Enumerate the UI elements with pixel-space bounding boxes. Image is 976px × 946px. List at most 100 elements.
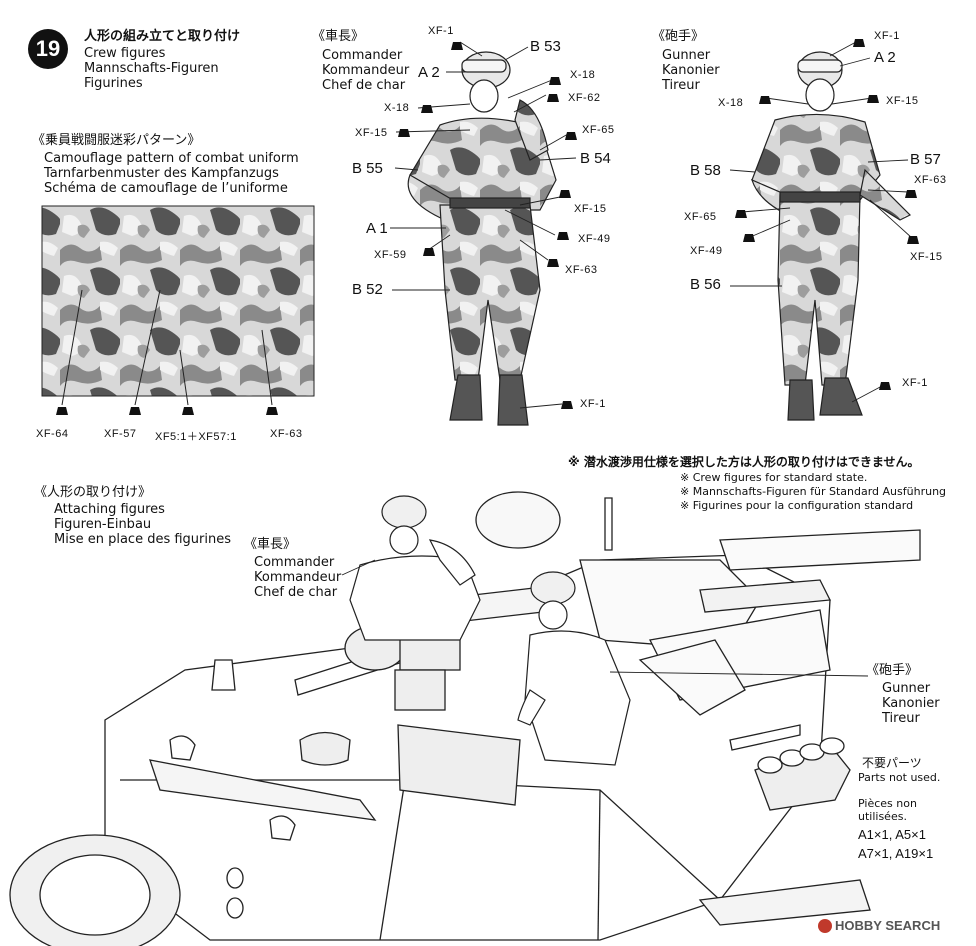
step-title-jp: 人形の組み立てと取り付け — [84, 29, 241, 44]
paint-pot-icon — [128, 403, 142, 422]
camo-color-1: XF-64 — [36, 428, 69, 440]
unused-fr-1: Pièces non — [858, 797, 917, 810]
camo-title-jp: 《乗員戦闘服迷彩パターン》 — [32, 133, 201, 148]
note-en: ※ Crew figures for standard state. — [680, 471, 868, 484]
paint-pot-icon — [420, 101, 434, 120]
attach-commander-en: Commander — [254, 555, 335, 570]
cmd-label-b53: B 53 — [530, 38, 561, 55]
paint-pot-icon — [758, 92, 772, 111]
camo-title-en: Camouflage pattern of combat uniform — [44, 151, 299, 166]
camo-title-fr: Schéma de camouflage de l’uniforme — [44, 181, 288, 196]
paint-pot-icon — [181, 403, 195, 422]
commander-title-jp: 《車長》 — [312, 29, 365, 44]
cmd-label-xf15-r: XF-15 — [574, 203, 607, 215]
gun-label-b58: B 58 — [690, 162, 721, 179]
cmd-label-x18-l: X-18 — [384, 102, 410, 114]
attach-title-jp: 《人形の取り付け》 — [34, 485, 152, 500]
cmd-label-xf15-l: XF-15 — [355, 127, 388, 139]
unused-en: Parts not used. — [858, 771, 941, 784]
gunner-figure — [751, 51, 912, 421]
unused-title-jp: 不要パーツ — [862, 756, 922, 770]
watermark: HOBBY SEARCH — [818, 918, 940, 933]
paint-pot-icon — [546, 255, 560, 274]
gun-label-a2: A 2 — [874, 49, 896, 66]
unused-parts-2: A7×1, A19×1 — [858, 846, 934, 861]
paint-pot-icon — [265, 403, 279, 422]
cmd-label-xf1-boot: XF-1 — [580, 398, 606, 410]
step-title-en: Crew figures — [84, 46, 166, 61]
note-jp: ※ 潜水渡渉用仕様を選択した方は人形の取り付けはできません。 — [568, 455, 920, 469]
camo-swatch — [41, 205, 315, 397]
step-number-badge: 19 — [28, 29, 68, 69]
paint-pot-icon — [866, 91, 880, 110]
cmd-label-xf63: XF-63 — [565, 264, 598, 276]
camo-color-4: XF-63 — [270, 428, 303, 440]
attach-title-de: Figuren-Einbau — [54, 517, 152, 532]
paint-pot-icon — [548, 73, 562, 92]
unused-parts-1: A1×1, A5×1 — [858, 827, 926, 842]
cmd-label-a1: A 1 — [366, 220, 388, 237]
paint-pot-icon — [397, 125, 411, 144]
paint-pot-icon — [878, 378, 892, 397]
paint-pot-icon — [450, 38, 464, 57]
gun-label-xf63: XF-63 — [914, 174, 947, 186]
unused-fr-2: utilisées. — [858, 810, 907, 823]
attach-gunner-jp: 《砲手》 — [866, 663, 919, 678]
hobbysearch-logo-icon — [818, 918, 832, 933]
gun-label-xf65: XF-65 — [684, 211, 717, 223]
gunner-fr: Tireur — [662, 78, 700, 93]
watermark-text: HOBBY SEARCH — [835, 918, 941, 933]
cmd-label-b54: B 54 — [580, 150, 611, 167]
camo-color-2: XF-57 — [104, 428, 137, 440]
paint-pot-icon — [564, 128, 578, 147]
cmd-label-a2: A 2 — [418, 64, 440, 81]
attach-gunner-fr: Tireur — [882, 711, 920, 726]
commander-fr: Chef de char — [322, 78, 406, 93]
camo-color-3: XF5:1＋XF57:1 — [155, 431, 237, 443]
gun-label-x18: X-18 — [718, 97, 744, 109]
paint-pot-icon — [742, 230, 756, 249]
cmd-label-x18-r: X-18 — [570, 69, 596, 81]
paint-pot-icon — [906, 232, 920, 251]
attach-commander-de: Kommandeur — [254, 570, 342, 585]
paint-pot-icon — [560, 397, 574, 416]
gun-label-xf1-top: XF-1 — [874, 30, 900, 42]
gun-label-xf1-boot: XF-1 — [902, 377, 928, 389]
cmd-label-xf62: XF-62 — [568, 92, 601, 104]
note-fr: ※ Figurines pour la configuration standa… — [680, 499, 914, 512]
gun-label-xf15-r: XF-15 — [910, 251, 943, 263]
attach-gunner-en: Gunner — [882, 681, 931, 696]
paint-pot-icon — [422, 244, 436, 263]
gun-label-b57: B 57 — [910, 151, 941, 168]
attach-title-en: Attaching figures — [54, 502, 165, 517]
attach-gunner — [517, 571, 631, 766]
attach-commander-jp: 《車長》 — [244, 537, 297, 552]
attach-gunner-de: Kanonier — [882, 696, 940, 711]
cmd-label-b52: B 52 — [352, 281, 383, 298]
attach-title-fr: Mise en place des figurines — [54, 532, 232, 547]
camo-title-de: Tarnfarbenmuster des Kampfanzugs — [44, 166, 279, 181]
cmd-label-xf1-top: XF-1 — [428, 25, 454, 37]
paint-pot-icon — [556, 228, 570, 247]
cmd-label-xf59: XF-59 — [374, 249, 407, 261]
cmd-label-xf65: XF-65 — [582, 124, 615, 136]
attach-commander-fr: Chef de char — [254, 585, 338, 600]
commander-de: Kommandeur — [322, 63, 410, 78]
step-title-fr: Figurines — [84, 76, 143, 91]
note-de: ※ Mannschafts-Figuren für Standard Ausfü… — [680, 485, 947, 498]
step-title-de: Mannschafts-Figuren — [84, 61, 219, 76]
gun-label-xf15-top: XF-15 — [886, 95, 919, 107]
gun-label-xf49: XF-49 — [690, 245, 723, 257]
tank-turret — [9, 491, 921, 946]
paint-pot-icon — [55, 403, 69, 422]
gun-label-b56: B 56 — [690, 276, 721, 293]
paint-pot-icon — [852, 35, 866, 54]
paint-pot-icon — [734, 206, 748, 225]
commander-en: Commander — [322, 48, 403, 63]
cmd-label-b55: B 55 — [352, 160, 383, 177]
gunner-de: Kanonier — [662, 63, 720, 78]
gunner-title-jp: 《砲手》 — [652, 29, 705, 44]
paint-pot-icon — [558, 186, 572, 205]
paint-pot-icon — [904, 186, 918, 205]
cmd-label-xf49: XF-49 — [578, 233, 611, 245]
